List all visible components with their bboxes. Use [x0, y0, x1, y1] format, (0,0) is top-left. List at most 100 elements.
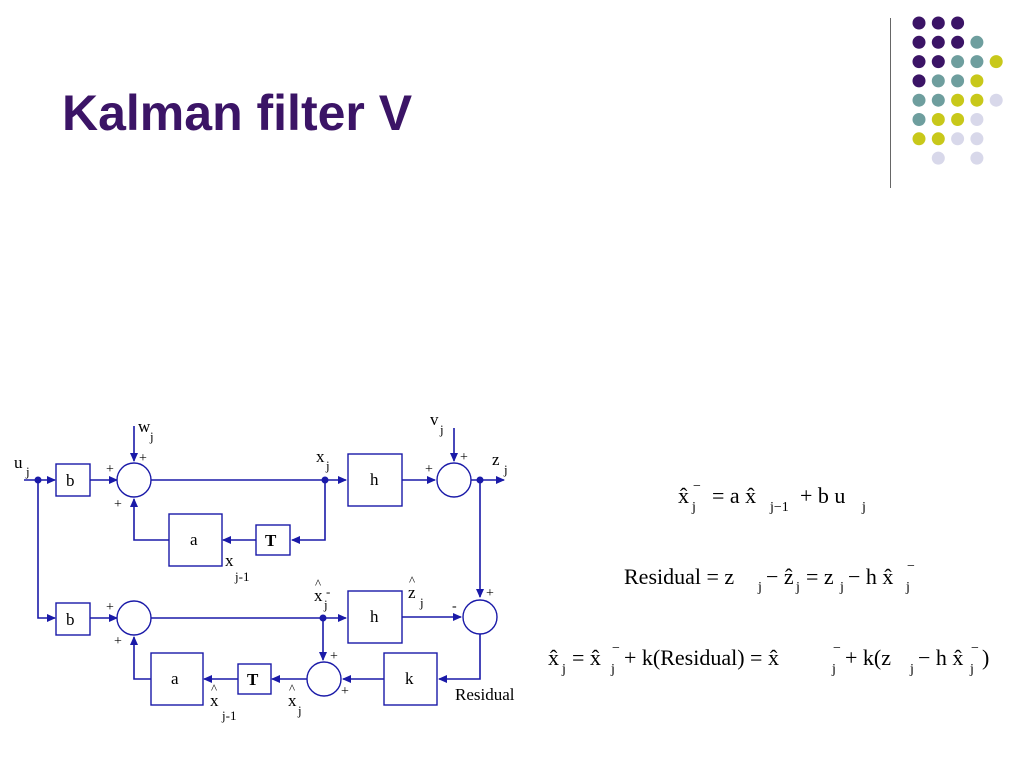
- label-z: z: [492, 450, 500, 469]
- sign: +: [139, 451, 147, 466]
- eq3-sub: j: [610, 662, 615, 677]
- equation-prediction: x̂ j − = a x̂ j−1 + b u j: [678, 479, 866, 515]
- block-b-lower: [55, 602, 91, 636]
- decorative-dot: [951, 16, 965, 30]
- block-b-label: b: [66, 610, 75, 629]
- decorative-dot: [912, 93, 926, 107]
- label-u-sub: j: [25, 464, 30, 479]
- decorative-dot: [931, 74, 945, 88]
- label-z-hat-sub: j: [419, 595, 424, 610]
- block-a-label: a: [171, 669, 179, 688]
- eq2-sub: j: [839, 580, 844, 595]
- summer-residual: [462, 599, 498, 635]
- eq1-rhs-sub: j−1: [769, 500, 789, 515]
- decorative-dot: [951, 113, 965, 126]
- label-x: x: [316, 447, 325, 466]
- block-T-lower: [237, 663, 272, 695]
- hat: ^: [409, 573, 415, 588]
- wire: [130, 636, 151, 680]
- sign: +: [486, 586, 494, 601]
- label-x-hat: x: [288, 691, 297, 710]
- system-model: u j b + + + w j x j h + + v j: [14, 410, 508, 622]
- label-u: u: [14, 453, 23, 472]
- label-x-hat-prior: x: [314, 586, 323, 605]
- wire: [130, 498, 169, 541]
- block-T-label: T: [247, 670, 259, 689]
- summer-upper-left: [116, 462, 152, 498]
- eq3-sub: j: [909, 662, 914, 677]
- decorative-dot: [912, 113, 926, 126]
- eq3-p3: + k(Residual) = x̂: [624, 645, 779, 670]
- label-v: v: [430, 410, 439, 429]
- equation-correction: x̂ j = x̂ j − + k(Residual) = x̂ j − + k…: [548, 641, 989, 677]
- eq2-p3: = z: [806, 564, 834, 589]
- decorative-dot: [951, 55, 965, 69]
- equation-residual: Residual = z j − ẑ j = z j − h x̂ j −: [624, 559, 915, 595]
- eq1-lhs-sup: −: [693, 479, 701, 494]
- label-w-sub: j: [149, 429, 154, 444]
- decorative-dot: [931, 93, 945, 107]
- hat: ^: [315, 576, 321, 591]
- eq3-sub: j: [561, 662, 566, 677]
- summer-measurement: [436, 462, 472, 498]
- label-z-sub: j: [503, 462, 508, 477]
- decorative-dot: [970, 55, 984, 69]
- decorative-dot: [931, 132, 945, 146]
- block-a-lower: [150, 652, 204, 706]
- block-k-label: k: [405, 669, 414, 688]
- slide-title: Kalman filter V: [62, 85, 413, 141]
- eq3-sub: j: [831, 662, 836, 677]
- decorative-dot: [912, 16, 926, 30]
- decorative-dot: [951, 132, 965, 146]
- decorative-dot: [931, 113, 945, 126]
- sign: +: [330, 649, 338, 664]
- label-x-hat-prev: x: [210, 691, 219, 710]
- label-x-prev-sub: j-1: [234, 569, 249, 584]
- eq2-sub: j: [757, 580, 762, 595]
- eq3-p5: − h x̂: [918, 645, 963, 670]
- decorative-dot: [931, 16, 945, 30]
- decorative-dot: [970, 74, 984, 88]
- label-residual: Residual: [455, 685, 515, 704]
- eq2-text: Residual = z: [624, 564, 734, 589]
- decorative-dot: [912, 74, 926, 88]
- label-z-hat: z: [408, 583, 416, 602]
- sign: +: [114, 634, 122, 649]
- eq3-p1: x̂: [548, 645, 559, 670]
- decorative-dot: [951, 74, 965, 88]
- label-x-hat-sub: j: [297, 703, 302, 718]
- eq2-sub: j: [795, 580, 800, 595]
- decorative-dot: [970, 132, 984, 146]
- eq3-sup: −: [971, 641, 979, 656]
- hat: ^: [289, 681, 295, 696]
- summer-correction: [306, 661, 342, 697]
- decorative-dot: [989, 55, 1003, 69]
- decorative-dot-grid: [912, 16, 1003, 165]
- block-b-label: b: [66, 471, 75, 490]
- decorative-dot: [912, 132, 926, 146]
- eq1-tail-sub: j: [861, 500, 866, 515]
- decorative-dot: [970, 113, 984, 126]
- wire: [291, 480, 326, 544]
- label-x-hat-prior-sup: -: [326, 584, 330, 599]
- decorative-dot: [970, 93, 984, 107]
- estimator-model: b + + x ^ j - h z ^ j - + Residual k + +…: [55, 573, 515, 723]
- decorative-dot: [951, 35, 965, 49]
- label-x-hat-prior-sub: j: [323, 597, 328, 612]
- eq1-rhs: = a x̂: [712, 483, 756, 508]
- block-a-label: a: [190, 530, 198, 549]
- decorative-dot: [931, 35, 945, 49]
- block-h-label: h: [370, 470, 379, 489]
- sign: -: [452, 599, 457, 614]
- eq2-p2: − ẑ: [766, 564, 794, 589]
- label-x-hat-prev-sub: j-1: [221, 708, 236, 723]
- sign: +: [341, 684, 349, 699]
- eq1-lhs-sub: j: [691, 500, 696, 515]
- label-v-sub: j: [439, 422, 444, 437]
- block-h-lower: [347, 590, 403, 644]
- eq2-p4: − h x̂: [848, 564, 893, 589]
- block-h-label: h: [370, 607, 379, 626]
- sign: +: [106, 462, 114, 477]
- eq3-p4: + k(z: [845, 645, 891, 670]
- eq3-sub: j: [969, 662, 974, 677]
